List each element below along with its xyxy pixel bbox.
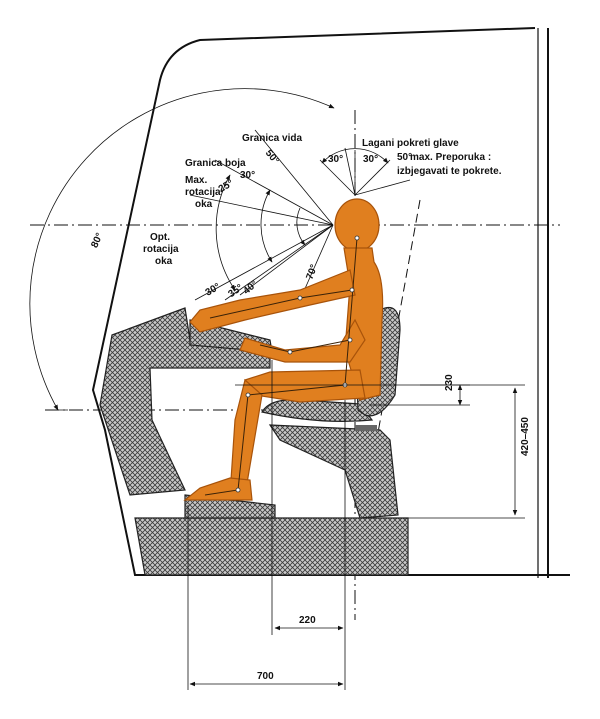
angle-80: 80° [89,231,105,249]
dimension-420-450 [395,384,525,519]
label-glava-3: izbjegavati te pokrete. [397,166,502,177]
operator-figure [183,198,384,501]
head-movement-fan [319,147,411,196]
label-opt-rotacija-2: rotacija [143,244,179,255]
label-max-rotacija-1: Max. [185,175,207,186]
dim-label-420-450: 420–450 [520,417,531,456]
dim-label-230: 230 [444,374,455,391]
control-console [99,307,271,496]
sight-rays [189,129,334,301]
label-max-rotacija-2: rotacija [185,187,221,198]
angle-40: 40° [241,279,260,297]
cab-outline [91,27,570,578]
label-opt-rotacija-3: oka [155,256,173,267]
label-max-rotacija-3: oka [195,199,213,210]
label-glava-2: max. Preporuka : [410,152,491,163]
footrest [184,494,276,519]
label-granica-vida: Granica vida [242,133,302,144]
label-opt-rotacija-1: Opt. [150,232,170,243]
label-glava-1: Lagani pokreti glave [362,138,459,149]
angle-30-head-left: 30° [328,154,343,165]
angle-30-boja: 30° [240,170,255,181]
dim-label-700: 700 [257,671,274,682]
sight-arc [29,88,335,411]
floor-base [134,517,409,576]
angle-30-low: 30° [204,281,223,298]
label-granica-boja: Granica boja [185,158,246,169]
dimension-700 [187,505,344,690]
angle-50: 50° [263,148,281,167]
angle-30-head-right: 30° [363,154,378,165]
dim-label-220: 220 [299,615,316,626]
dimension-220 [271,360,346,690]
angle-50-head: 50° [397,152,412,163]
angle-70: 70° [305,263,321,281]
